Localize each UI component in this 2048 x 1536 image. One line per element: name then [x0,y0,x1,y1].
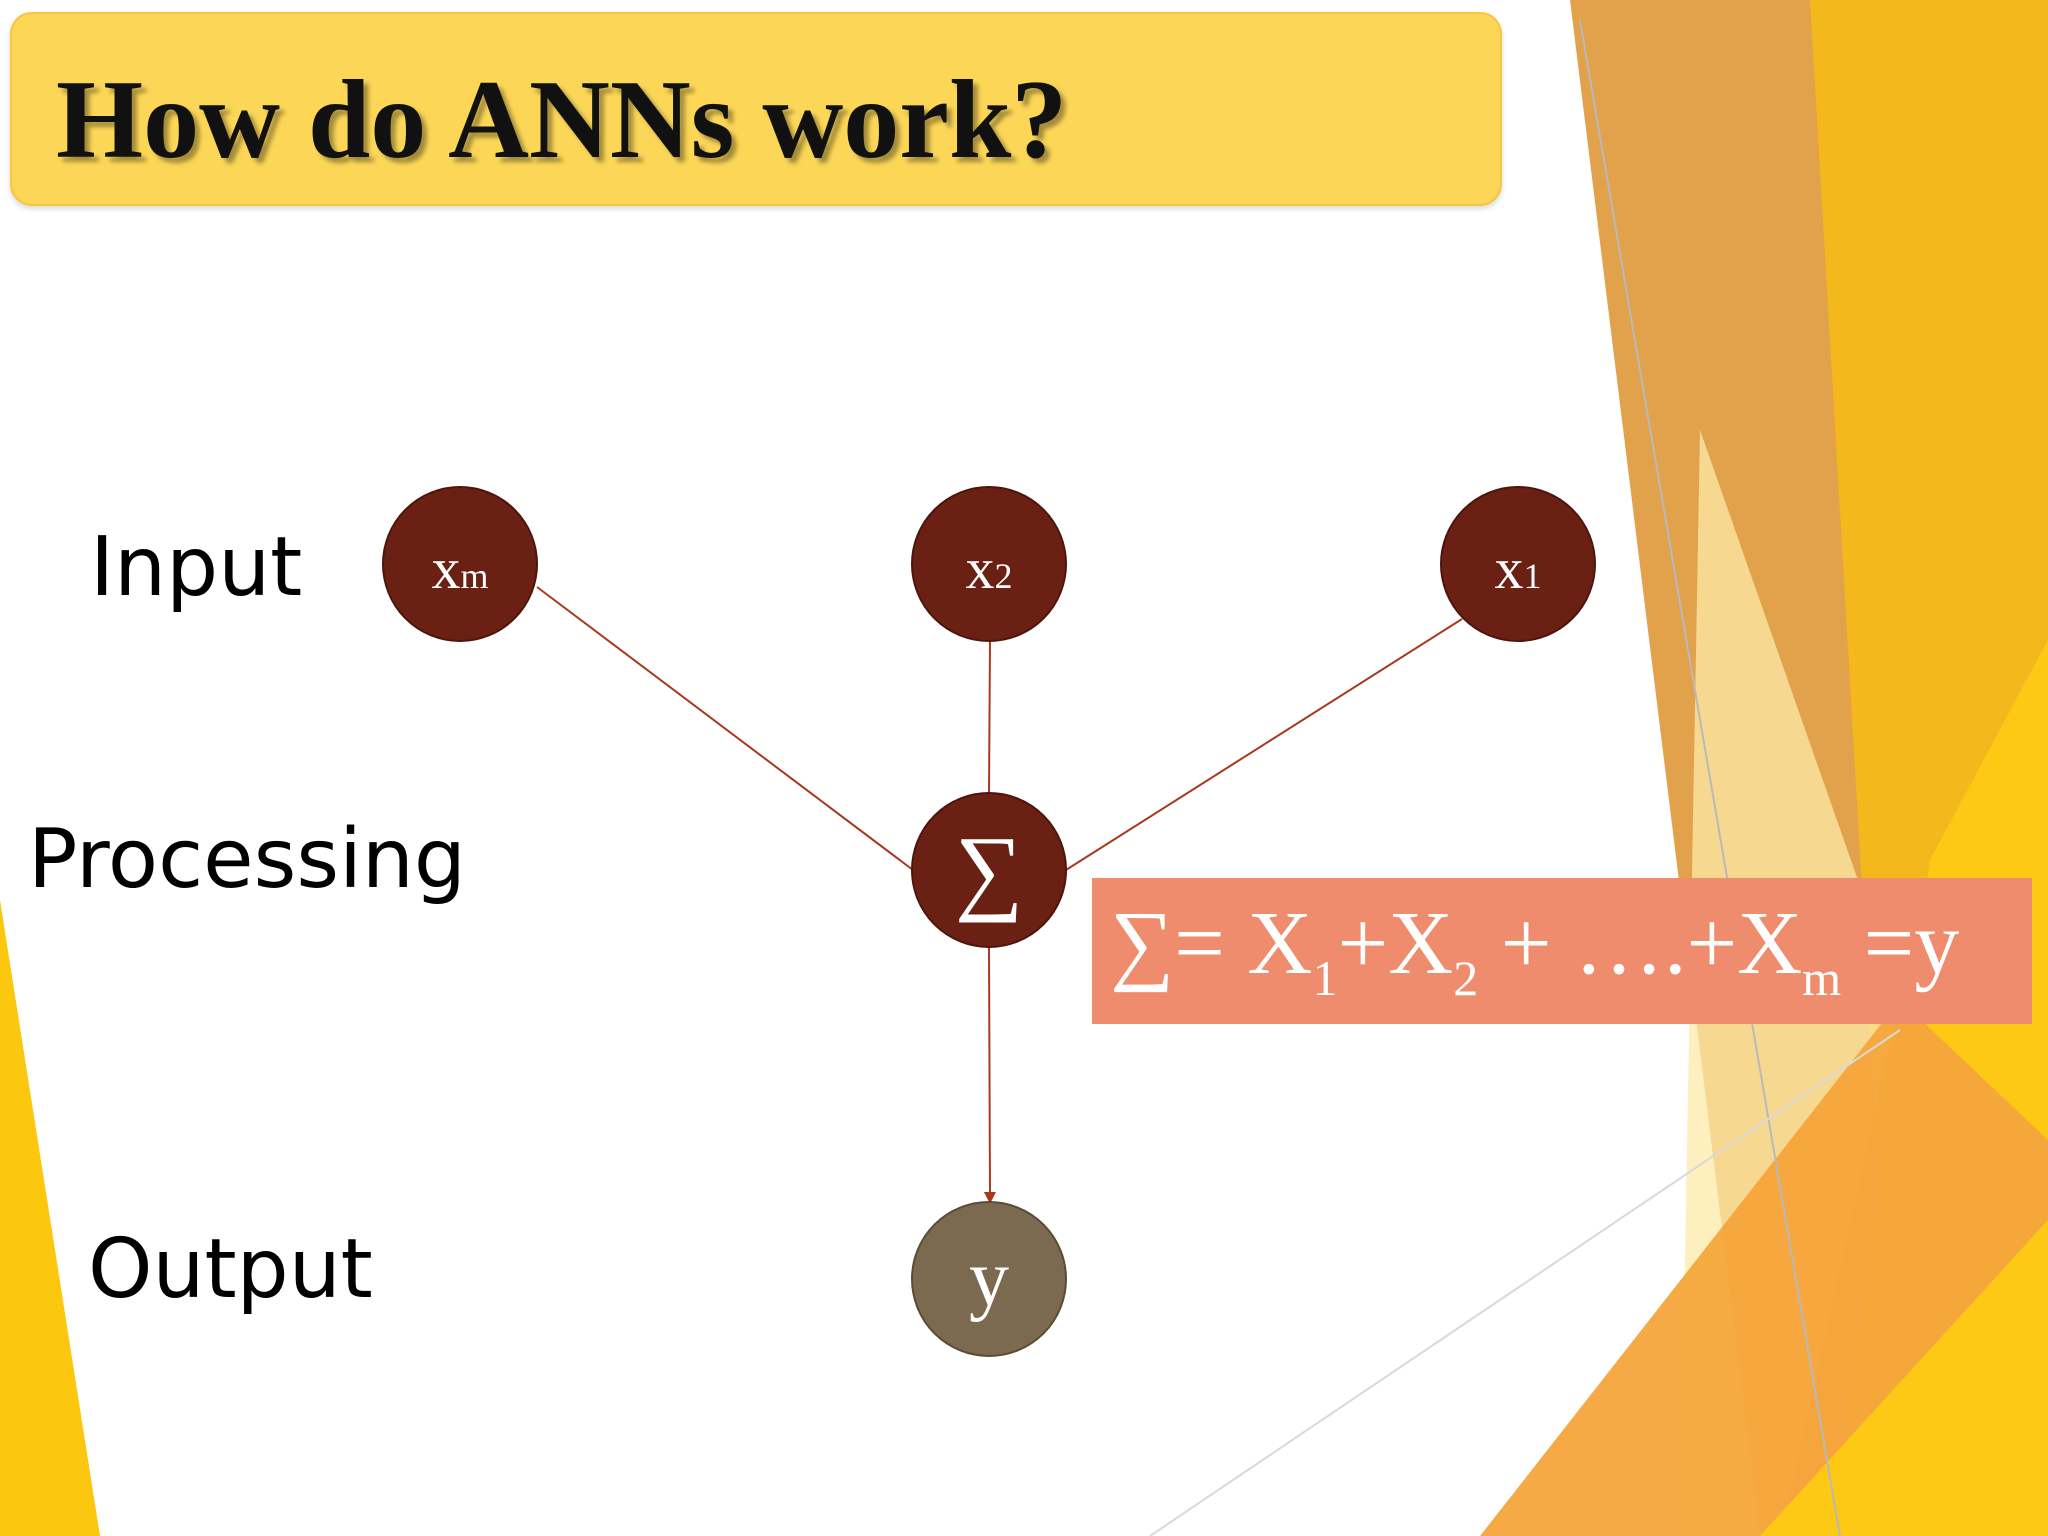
bg-shape-bright-bottom [1760,1220,2048,1536]
formula-part-equals-y: =y [1841,894,1960,993]
svg-text:xm: xm [431,536,488,601]
formula-box: ∑= X1+X2 + ….+Xm =y [1092,878,2032,1024]
output-row-label: Output [88,1222,373,1317]
input-node-x1-base: x [1495,536,1524,601]
formula-part-plus-x: +X [1337,894,1454,993]
svg-text:x2: x2 [966,536,1013,601]
sum-symbol: ∑ [955,816,1023,923]
bg-shape-yellow-left [0,900,100,1536]
svg-text:x1: x1 [1495,536,1542,601]
bg-thin-line-1 [1579,19,1841,1536]
processing-row-label: Processing [28,812,466,907]
formula-sigma: ∑ [1110,894,1175,993]
input-node-x1-sub: 1 [1524,556,1542,596]
title-banner: How do ANNs work? [10,12,1502,206]
sum-formula: ∑= X1+X2 + ….+Xm =y [1110,892,1959,1030]
input-node-xm-base: x [431,536,460,601]
formula-part-ellipsis: + ….+X [1478,894,1803,993]
input-node-x1: x1 [1440,486,1596,642]
output-node-y: y [911,1201,1067,1357]
edge-xm-to-sum [536,586,914,871]
input-node-x2: x2 [911,486,1067,642]
formula-part-x: = X [1174,894,1313,993]
output-symbol: y [969,1235,1009,1323]
edge-x1-to-sum [1065,618,1463,871]
input-node-xm: xm [382,486,538,642]
input-row-label: Input [90,520,303,615]
edge-x2-to-sum [988,640,991,795]
sum-node: ∑ [911,792,1067,948]
formula-sub-m: m [1802,950,1842,1006]
input-node-x2-sub: 2 [995,556,1013,596]
input-node-x2-base: x [966,536,995,601]
slide-title: How do ANNs work? [56,58,1068,182]
formula-sub-2: 2 [1453,950,1479,1006]
edge-sum-to-y [983,946,996,1204]
formula-sub-1: 1 [1312,950,1338,1006]
bg-thin-line-2 [1149,1029,1901,1536]
input-node-xm-sub: m [460,556,488,596]
